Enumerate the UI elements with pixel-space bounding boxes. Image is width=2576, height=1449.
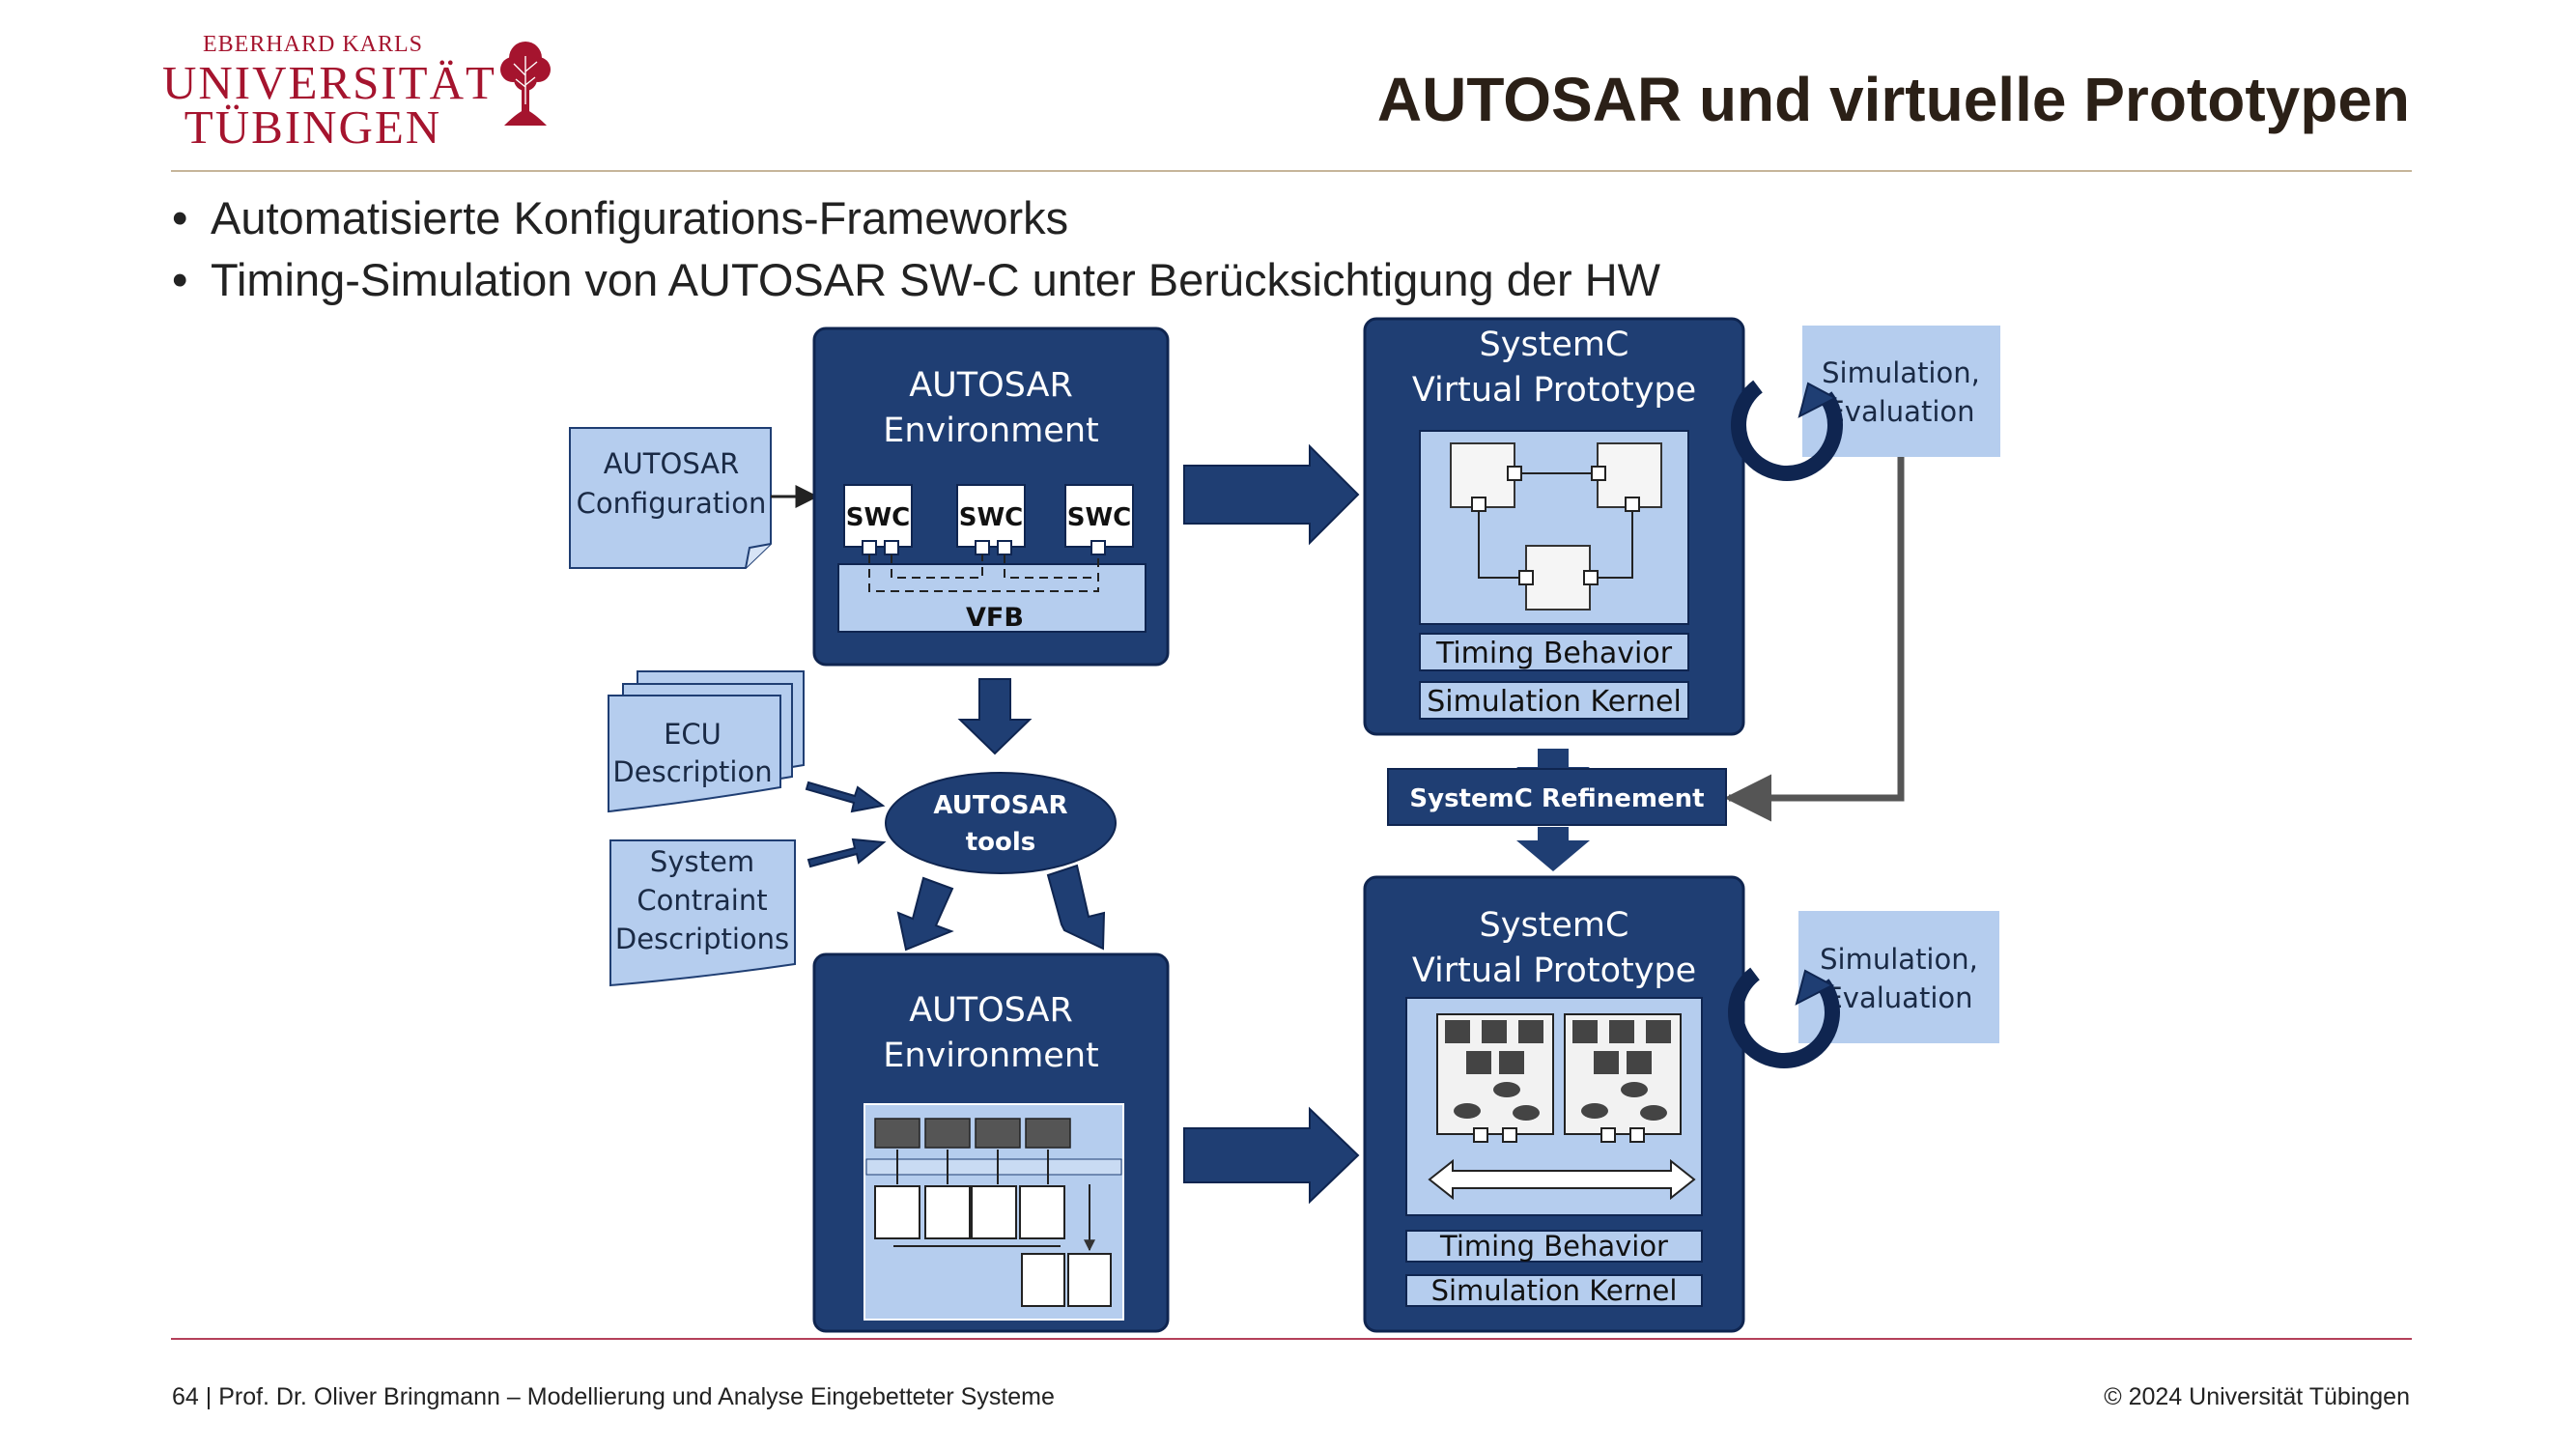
bullet-text: Timing-Simulation von AUTOSAR SW-C unter… bbox=[211, 254, 1661, 305]
swc-box bbox=[956, 484, 1026, 548]
vp-top-connections bbox=[1478, 472, 1633, 579]
sim-eval-top-label-1: Simulation, bbox=[1822, 356, 1980, 389]
footer-left-text: 64 | Prof. Dr. Oliver Bringmann – Modell… bbox=[172, 1383, 1055, 1410]
tree-logo-icon bbox=[500, 42, 551, 126]
vp-bottom-kernel-label: Simulation Kernel bbox=[1431, 1274, 1678, 1307]
env-to-vp-bottom-arrow bbox=[1183, 1106, 1360, 1205]
bullet-dot: • bbox=[172, 192, 188, 243]
system-constraint-descriptions-doc: System Contraint Descriptions bbox=[609, 839, 796, 987]
autosar-configuration-doc: AUTOSAR Configuration bbox=[569, 427, 772, 569]
refinement-label: SystemC Refinement bbox=[1409, 784, 1704, 813]
swc-ports bbox=[862, 540, 1106, 555]
vp-bottom-timing-label: Timing Behavior bbox=[1439, 1230, 1668, 1263]
logo-line-1: EBERHARD KARLS bbox=[202, 32, 424, 57]
ecu-description-label-2: Description bbox=[612, 755, 772, 788]
autosar-config-label-1: AUTOSAR bbox=[604, 447, 740, 480]
swc-box bbox=[843, 484, 913, 548]
vp-top-title-2: Virtual Prototype bbox=[1412, 371, 1696, 410]
swc-box bbox=[1064, 484, 1134, 548]
swc-label: SWC bbox=[1067, 503, 1132, 532]
basic-software-blocks bbox=[874, 1185, 1112, 1307]
ecu-to-tools-arrow bbox=[805, 781, 886, 813]
vp-top-ports bbox=[1471, 466, 1640, 585]
env-top-title-1: AUTOSAR bbox=[909, 366, 1073, 405]
bullet-item: • Automatisierte Konfigurations-Framework… bbox=[172, 191, 1068, 244]
vp-bottom-title-1: SystemC bbox=[1480, 906, 1629, 945]
vp-top-title-1: SystemC bbox=[1480, 326, 1629, 364]
feedback-arrow bbox=[1724, 457, 1905, 822]
systemc-virtual-prototype-bottom: SystemC Virtual Prototype bbox=[1363, 875, 1745, 1333]
autosar-tools-node: AUTOSAR tools bbox=[885, 772, 1117, 874]
system-bus bbox=[1428, 1158, 1696, 1201]
tools-label-1: AUTOSAR bbox=[933, 791, 1067, 820]
refinement-lower-arrow bbox=[1516, 827, 1590, 871]
rte-layer bbox=[865, 1158, 1122, 1176]
systemc-virtual-prototype-top: SystemC Virtual Prototype Timing Behavio… bbox=[1363, 317, 1745, 736]
env-to-vp-arrow bbox=[1183, 443, 1360, 546]
sim-eval-bottom-label-1: Simulation, bbox=[1820, 943, 1978, 976]
swc-label: SWC bbox=[959, 503, 1024, 532]
constraints-label-1: System bbox=[650, 845, 754, 878]
hw-subsystem-right bbox=[1564, 1013, 1682, 1135]
tools-label-2: tools bbox=[966, 828, 1036, 857]
application-swc-blocks bbox=[874, 1118, 1071, 1149]
vfb-connections bbox=[868, 554, 1099, 592]
env-bottom-title-2: Environment bbox=[883, 1037, 1098, 1075]
ecu-description-doc: ECU Description bbox=[608, 670, 805, 813]
tools-to-env-right-arrow bbox=[1046, 864, 1106, 951]
bullet-text: Automatisierte Konfigurations-Frameworks bbox=[211, 192, 1069, 243]
slide-title: AUTOSAR und virtuelle Prototypen bbox=[1376, 65, 2410, 134]
ecu-description-label-1: ECU bbox=[664, 718, 722, 751]
env-bottom-title-1: AUTOSAR bbox=[909, 991, 1073, 1030]
autosar-environment-bottom: AUTOSAR Environment bbox=[812, 952, 1170, 1333]
swc-label: SWC bbox=[846, 503, 911, 532]
hw-ports bbox=[1473, 1127, 1645, 1143]
constraints-label-2: Contraint bbox=[637, 884, 767, 917]
sim-eval-bottom-label-2: Evaluation bbox=[1825, 981, 1972, 1014]
bullet-dot: • bbox=[172, 254, 188, 305]
sim-eval-top-label-2: Evaluation bbox=[1826, 395, 1974, 428]
tools-to-env-left-arrow bbox=[896, 876, 954, 952]
vfb-label: VFB bbox=[966, 603, 1024, 633]
hw-subsystem-left bbox=[1436, 1013, 1554, 1135]
footer-copyright: © 2024 Universität Tübingen bbox=[2104, 1383, 2410, 1410]
architecture-connectors bbox=[893, 1150, 1095, 1252]
title-divider bbox=[171, 170, 2412, 172]
vp-bottom-title-2: Virtual Prototype bbox=[1412, 952, 1696, 990]
constraints-label-3: Descriptions bbox=[615, 923, 789, 955]
simulation-loop-bottom-icon bbox=[1728, 967, 1840, 1068]
bullet-item: • Timing-Simulation von AUTOSAR SW-C unte… bbox=[172, 253, 1660, 306]
simulation-loop-top-icon bbox=[1731, 380, 1843, 481]
logo-line-3: TÜBINGEN bbox=[184, 100, 442, 154]
vp-top-timing-label: Timing Behavior bbox=[1435, 637, 1673, 670]
autosar-environment-top: AUTOSAR Environment SWC SWC SWC VFB bbox=[812, 327, 1170, 667]
autosar-config-label-2: Configuration bbox=[577, 487, 767, 520]
logo-line-2: UNIVERSITÄT bbox=[162, 56, 496, 109]
footer-divider bbox=[171, 1338, 2412, 1340]
vfb-bar bbox=[837, 563, 1146, 633]
env-to-tools-arrow bbox=[957, 678, 1033, 755]
env-top-title-2: Environment bbox=[883, 412, 1098, 450]
constraints-to-tools-arrow bbox=[807, 838, 887, 868]
systemc-refinement-box bbox=[1387, 768, 1727, 826]
university-logo: EBERHARD KARLS UNIVERSITÄT TÜBINGEN bbox=[162, 32, 496, 154]
vp-top-kernel-label: Simulation Kernel bbox=[1427, 685, 1682, 719]
